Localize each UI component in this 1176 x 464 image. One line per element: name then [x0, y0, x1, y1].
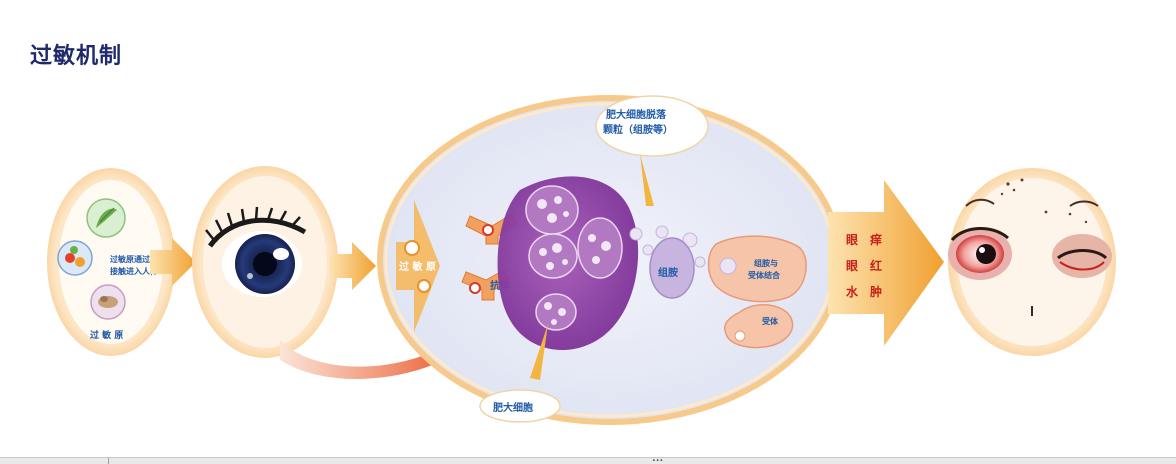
leaf-icon: [86, 198, 126, 238]
mast-cell-label: 肥大细胞: [493, 401, 533, 414]
eye-icon: [205, 206, 307, 297]
histamine-receptor-line1: 组胺与: [754, 258, 778, 268]
mast-cell-release-line1: 肥大细胞脱落: [606, 108, 667, 121]
symptom-col2-0: 痒: [870, 232, 882, 247]
mast-cell: [497, 176, 706, 351]
status-bar: ∙∙∙: [0, 457, 1176, 464]
symptom-col2-1: 红: [870, 258, 882, 273]
histamine-receptor: [707, 235, 807, 303]
cell-allergen-label: 过 敏 原: [399, 260, 436, 273]
symptom-arrow: 眼 眼 水 痒 红 肿: [828, 180, 944, 346]
histamine-receptor-line2: 受体结合: [748, 270, 781, 280]
symptom-col1-0: 眼: [846, 233, 858, 247]
receptor-label: 受体: [762, 316, 779, 326]
allergen-caption-line2: 接触进入人体: [110, 266, 159, 276]
mast-cell-release-line2: 颗粒（组胺等）: [603, 123, 673, 136]
dust-allergen-icon: [90, 284, 126, 320]
histamine-label: 组胺: [658, 266, 678, 279]
allergen-circle: 过敏原通过 接触进入人体 过 敏 原: [47, 168, 175, 356]
eye-circle: [192, 166, 338, 358]
symptom-col2-2: 肿: [870, 284, 882, 299]
food-allergen-icon: [57, 240, 93, 276]
symptom-col1-2: 水: [846, 284, 859, 299]
histamine-blob: [649, 237, 695, 299]
swollen-eye-icon: [1052, 234, 1112, 278]
produce-antibody-label: 产生抗体: [316, 349, 357, 362]
arrow-to-eye: [150, 238, 196, 286]
arrow-to-cell: [330, 242, 376, 290]
face-circle: [948, 168, 1116, 356]
red-eye-icon: [948, 226, 1012, 280]
produce-antibody-arrow: 产生抗体: [280, 322, 485, 379]
mast-cell-callout: 肥大细胞: [479, 324, 561, 423]
receptor: [724, 304, 794, 349]
allergen-caption-line1: 过敏原通过: [110, 254, 150, 264]
allergen-label: 过 敏 原: [90, 329, 123, 341]
mast-cell-release-callout: 肥大细胞脱落 颗粒（组胺等）: [595, 95, 709, 206]
cell-circle: 过 敏 原 抗体: [377, 95, 843, 425]
page-title: 过敏机制: [30, 43, 123, 69]
symptom-col1-1: 眼: [846, 259, 858, 273]
freckles: [1000, 178, 1088, 224]
